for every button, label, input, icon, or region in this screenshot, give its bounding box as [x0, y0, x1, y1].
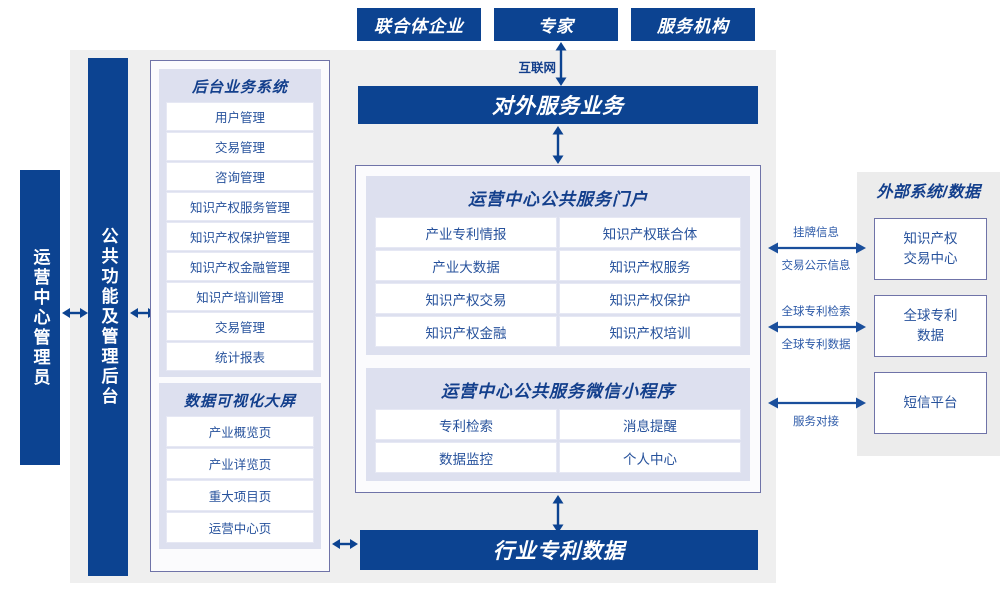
connector-label-service-docking: 服务对接 — [793, 416, 839, 428]
list-item[interactable]: 统计报表 — [166, 342, 314, 371]
list-item[interactable]: 知识产培训管理 — [166, 282, 314, 311]
connector-label-trade-public-info: 交易公示信息 — [781, 260, 851, 272]
connector-label-listing-info: 挂牌信息 — [793, 227, 839, 239]
external-service-business-bar[interactable]: 对外服务业务 — [358, 86, 758, 124]
internet-label: 互联网 — [518, 61, 556, 75]
external-box-line2: 交易中心 — [903, 251, 958, 266]
portal-item-grid: 产业专利情报 知识产权联合体 产业大数据 知识产权服务 知识产权交易 知识产权保… — [375, 217, 741, 347]
operation-center-wechat-miniprogram-group: 运营中心公共服务微信小程序 专利检索 消息提醒 数据监控 个人中心 — [366, 368, 750, 481]
connector-label-global-patent-data: 全球专利数据 — [781, 339, 851, 351]
external-box-line2: 数据 — [917, 328, 944, 343]
external-box-global-patent-data[interactable]: 全球专利 数据 — [874, 295, 987, 357]
grid-item[interactable]: 知识产权联合体 — [559, 217, 741, 248]
grid-item[interactable]: 产业大数据 — [375, 250, 557, 281]
grid-item[interactable]: 专利检索 — [375, 409, 557, 440]
connector-arrow-global-patent-icon — [768, 319, 866, 335]
miniprogram-group-title: 运营中心公共服务微信小程序 — [441, 382, 675, 401]
list-item[interactable]: 产业概览页 — [166, 416, 314, 447]
external-box-sms-platform[interactable]: 短信平台 — [874, 372, 987, 434]
list-item[interactable]: 交易管理 — [166, 312, 314, 341]
operation-center-public-service-portal-group: 运营中心公共服务门户 产业专利情报 知识产权联合体 产业大数据 知识产权服务 知… — [366, 176, 750, 355]
miniprogram-item-grid: 专利检索 消息提醒 数据监控 个人中心 — [375, 409, 741, 473]
grid-item[interactable]: 知识产权金融 — [375, 316, 557, 347]
list-item[interactable]: 交易管理 — [166, 132, 314, 161]
external-box-line1: 知识产权 — [903, 231, 958, 247]
internet-double-arrow-icon — [553, 42, 569, 86]
backend-and-visualization-panel: 后台业务系统 用户管理 交易管理 咨询管理 知识产权服务管理 知识产权保护管理 … — [150, 60, 330, 572]
panel-to-industry-data-double-arrow-icon — [332, 535, 358, 553]
admin-to-platform-double-arrow-icon — [62, 304, 88, 322]
external-systems-title: 外部系统/数据 — [876, 184, 981, 201]
connector-label-global-patent-search: 全球专利检索 — [781, 306, 851, 318]
grid-item[interactable]: 数据监控 — [375, 442, 557, 473]
list-item[interactable]: 知识产权服务管理 — [166, 192, 314, 221]
connector-arrow-sms-icon — [768, 395, 866, 411]
grid-item[interactable]: 知识产权交易 — [375, 283, 557, 314]
list-item[interactable]: 咨询管理 — [166, 162, 314, 191]
connector-arrow-ip-trading-icon — [768, 240, 866, 256]
grid-item[interactable]: 个人中心 — [559, 442, 741, 473]
external-box-ip-trading-center[interactable]: 知识产权 交易中心 — [874, 218, 987, 280]
industry-patent-data-bar[interactable]: 行业专利数据 — [360, 530, 758, 570]
backend-business-system-group: 后台业务系统 用户管理 交易管理 咨询管理 知识产权服务管理 知识产权保护管理 … — [159, 69, 321, 377]
visualization-item-list: 产业概览页 产业详览页 重大项目页 运营中心页 — [166, 416, 314, 543]
service-to-portal-double-arrow-icon — [550, 126, 566, 164]
top-entity-expert[interactable]: 专家 — [494, 8, 618, 41]
grid-item[interactable]: 产业专利情报 — [375, 217, 557, 248]
list-item[interactable]: 知识产权金融管理 — [166, 252, 314, 281]
list-item[interactable]: 知识产权保护管理 — [166, 222, 314, 251]
left-bar-common-function-admin-backend[interactable]: 公共功能及管理后台 — [88, 58, 128, 576]
external-box-line1: 全球专利 — [903, 308, 958, 324]
data-visualization-screen-group: 数据可视化大屏 产业概览页 产业详览页 重大项目页 运营中心页 — [159, 383, 321, 549]
left-bar-operation-center-admin[interactable]: 运营中心管理员 — [20, 170, 60, 465]
portal-group-title: 运营中心公共服务门户 — [468, 190, 648, 209]
grid-item[interactable]: 知识产权服务 — [559, 250, 741, 281]
top-entity-union-enterprise[interactable]: 联合体企业 — [357, 8, 481, 41]
grid-item[interactable]: 知识产权培训 — [559, 316, 741, 347]
external-box-line1: 短信平台 — [903, 395, 958, 411]
grid-item[interactable]: 消息提醒 — [559, 409, 741, 440]
top-entity-service-agency[interactable]: 服务机构 — [631, 8, 755, 41]
list-item[interactable]: 用户管理 — [166, 102, 314, 131]
backend-item-list: 用户管理 交易管理 咨询管理 知识产权服务管理 知识产权保护管理 知识产权金融管… — [166, 102, 314, 371]
backend-group-title: 后台业务系统 — [191, 79, 288, 96]
visualization-group-title: 数据可视化大屏 — [183, 393, 296, 410]
list-item[interactable]: 重大项目页 — [166, 480, 314, 511]
list-item[interactable]: 产业详览页 — [166, 448, 314, 479]
grid-item[interactable]: 知识产权保护 — [559, 283, 741, 314]
portal-to-industry-data-double-arrow-icon — [550, 495, 566, 533]
list-item[interactable]: 运营中心页 — [166, 512, 314, 543]
public-service-panel: 运营中心公共服务门户 产业专利情报 知识产权联合体 产业大数据 知识产权服务 知… — [355, 165, 761, 493]
